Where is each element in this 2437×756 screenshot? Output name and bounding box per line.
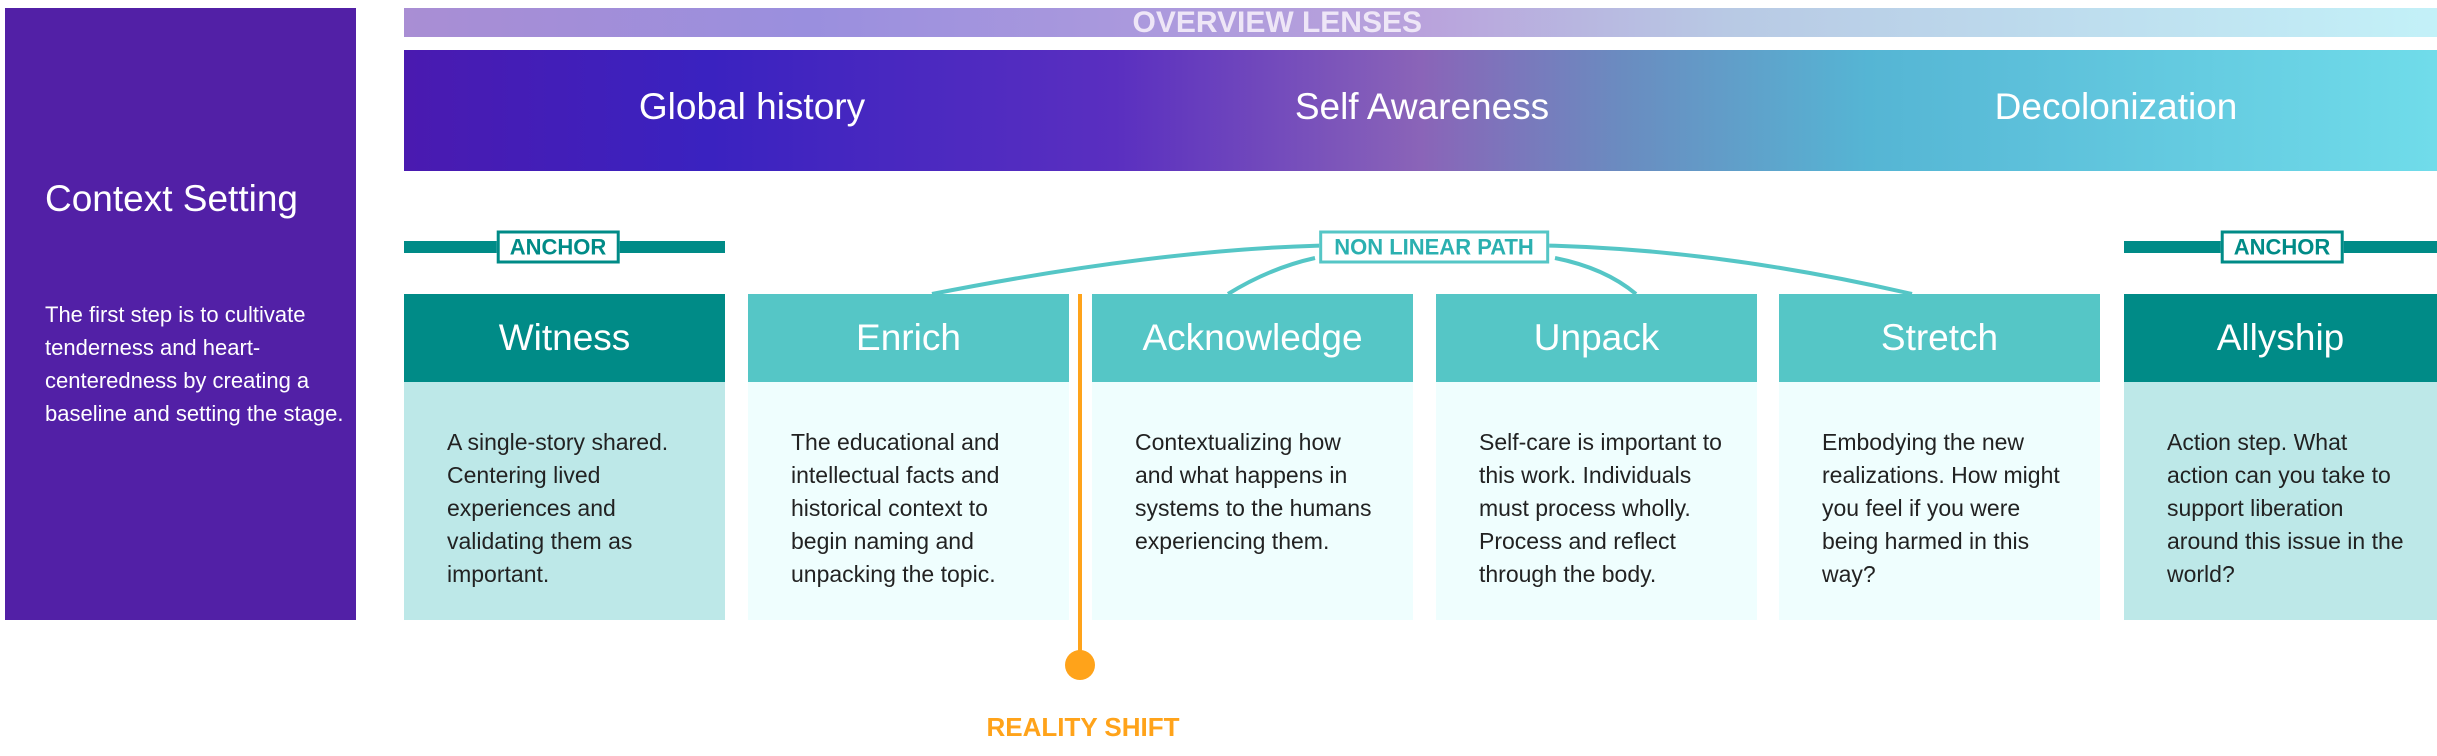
reality-shift-line xyxy=(1078,294,1082,664)
arc-enrich xyxy=(931,243,1361,296)
context-setting-panel: Context Setting The first step is to cul… xyxy=(5,8,356,620)
arc-acknowledge xyxy=(1226,256,1316,296)
step-title: Enrich xyxy=(748,294,1069,382)
step-title: Acknowledge xyxy=(1092,294,1413,382)
anchor-tag-right: ANCHOR xyxy=(2220,230,2344,264)
lens-self-awareness: Self Awareness xyxy=(1294,86,1550,127)
step-body: Contextualizing how and what happens in … xyxy=(1092,382,1413,620)
step-body: Self-care is important to this work. Ind… xyxy=(1436,382,1757,620)
overview-title: OVERVIEW LENSES xyxy=(1132,6,1423,39)
step-card-stretch: Stretch Embodying the new realizations. … xyxy=(1779,294,2100,620)
step-card-unpack: Unpack Self-care is important to this wo… xyxy=(1436,294,1757,620)
step-card-enrich: Enrich The educational and intellectual … xyxy=(748,294,1069,620)
step-body: Embodying the new realizations. How migh… xyxy=(1779,382,2100,620)
lenses-banner: Global history Self Awareness Decoloniza… xyxy=(404,50,2437,171)
step-card-acknowledge: Acknowledge Contextualizing how and what… xyxy=(1092,294,1413,620)
non-linear-path-tag: NON LINEAR PATH xyxy=(1319,230,1549,264)
reality-shift-label: REALITY SHIFT xyxy=(986,712,1180,742)
context-title: Context Setting xyxy=(45,178,298,219)
arc-stretch xyxy=(1509,243,1913,296)
lens-global-history: Global history xyxy=(638,86,866,127)
step-title: Allyship xyxy=(2124,294,2437,382)
step-body: Action step. What action can you take to… xyxy=(2124,382,2437,620)
step-body: A single-story shared. Centering lived e… xyxy=(404,382,725,620)
anchor-tag-left: ANCHOR xyxy=(496,230,620,264)
step-card-witness: Witness A single-story shared. Centering… xyxy=(404,294,725,620)
step-title: Unpack xyxy=(1436,294,1757,382)
step-body: The educational and intellectual facts a… xyxy=(748,382,1069,620)
overview-lenses-strip: OVERVIEW LENSES xyxy=(404,6,2437,39)
step-title: Stretch xyxy=(1779,294,2100,382)
context-body: The first step is to cultivate tendernes… xyxy=(45,302,344,426)
arc-unpack xyxy=(1554,256,1638,296)
step-card-allyship: Allyship Action step. What action can yo… xyxy=(2124,294,2437,620)
reality-shift-dot xyxy=(1065,650,1095,680)
lens-decolonization: Decolonization xyxy=(1994,86,2238,127)
step-title: Witness xyxy=(404,294,725,382)
